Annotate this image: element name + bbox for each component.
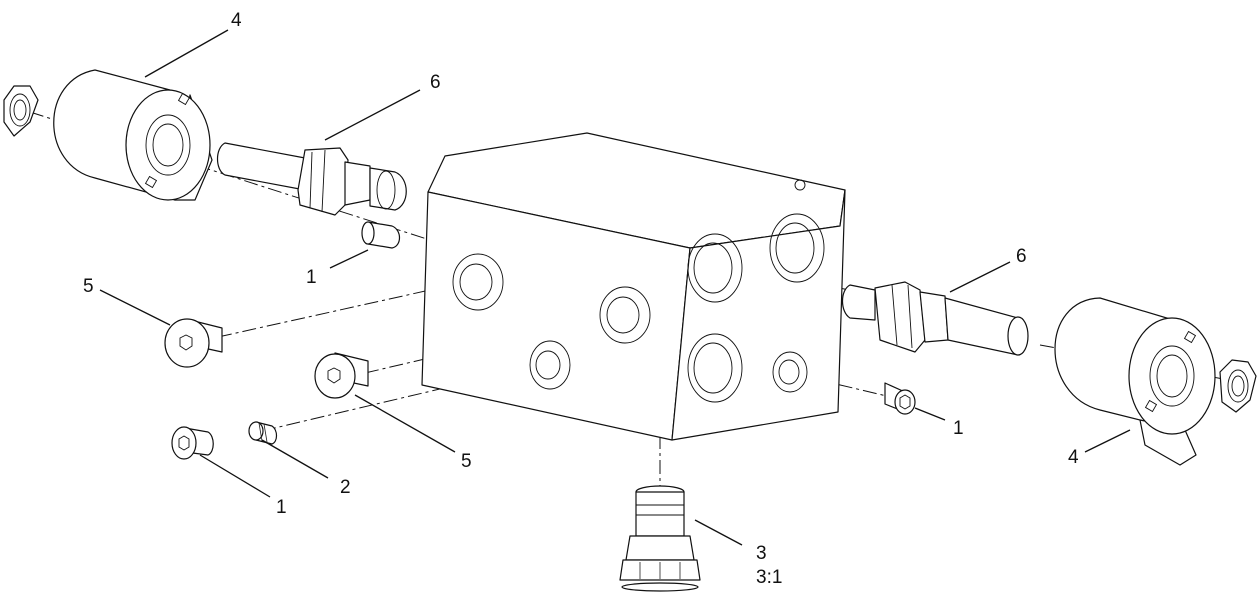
plug-mid-left xyxy=(361,221,401,249)
bottom-valve-3 xyxy=(619,485,701,592)
plug-1-bottom-left xyxy=(171,426,214,460)
front-port-upper-right xyxy=(599,286,651,344)
callout-labels: 4 6 1 5 5 2 1 3 3:1 6 1 4 xyxy=(83,10,1079,588)
plug-1-right xyxy=(884,382,916,415)
callout-1-bottom: 1 xyxy=(276,497,287,518)
callout-4-right: 4 xyxy=(1068,447,1079,468)
callout-2: 2 xyxy=(340,477,351,498)
left-solenoid-coil xyxy=(53,69,213,201)
callout-5-mid: 5 xyxy=(461,451,472,472)
callout-6-top: 6 xyxy=(430,72,441,93)
left-cartridge-valve xyxy=(216,142,407,216)
set-screw-2 xyxy=(248,421,278,445)
callout-1-mid: 1 xyxy=(306,267,317,288)
callout-1-right: 1 xyxy=(953,418,964,439)
callout-3-scale: 3:1 xyxy=(756,567,782,588)
side-port-lower-right xyxy=(772,351,808,393)
leader-lines xyxy=(99,29,1131,546)
callout-4-top: 4 xyxy=(231,10,242,31)
side-port-lower-left xyxy=(687,333,743,403)
callout-5-left: 5 xyxy=(83,276,94,297)
side-port-upper-right xyxy=(769,213,825,283)
right-cartridge-valve xyxy=(841,281,1029,356)
front-port-lower xyxy=(529,340,571,390)
callout-3: 3 xyxy=(756,543,767,564)
plug-5-left xyxy=(164,318,223,368)
right-nut xyxy=(1219,359,1257,413)
side-port-upper-left xyxy=(687,233,743,303)
right-solenoid-coil xyxy=(1054,297,1216,466)
plug-5-middle xyxy=(314,352,369,399)
manifold-block xyxy=(421,132,846,441)
front-port-upper-left xyxy=(452,253,504,311)
left-nut xyxy=(3,85,39,137)
callout-6-right: 6 xyxy=(1016,246,1027,267)
